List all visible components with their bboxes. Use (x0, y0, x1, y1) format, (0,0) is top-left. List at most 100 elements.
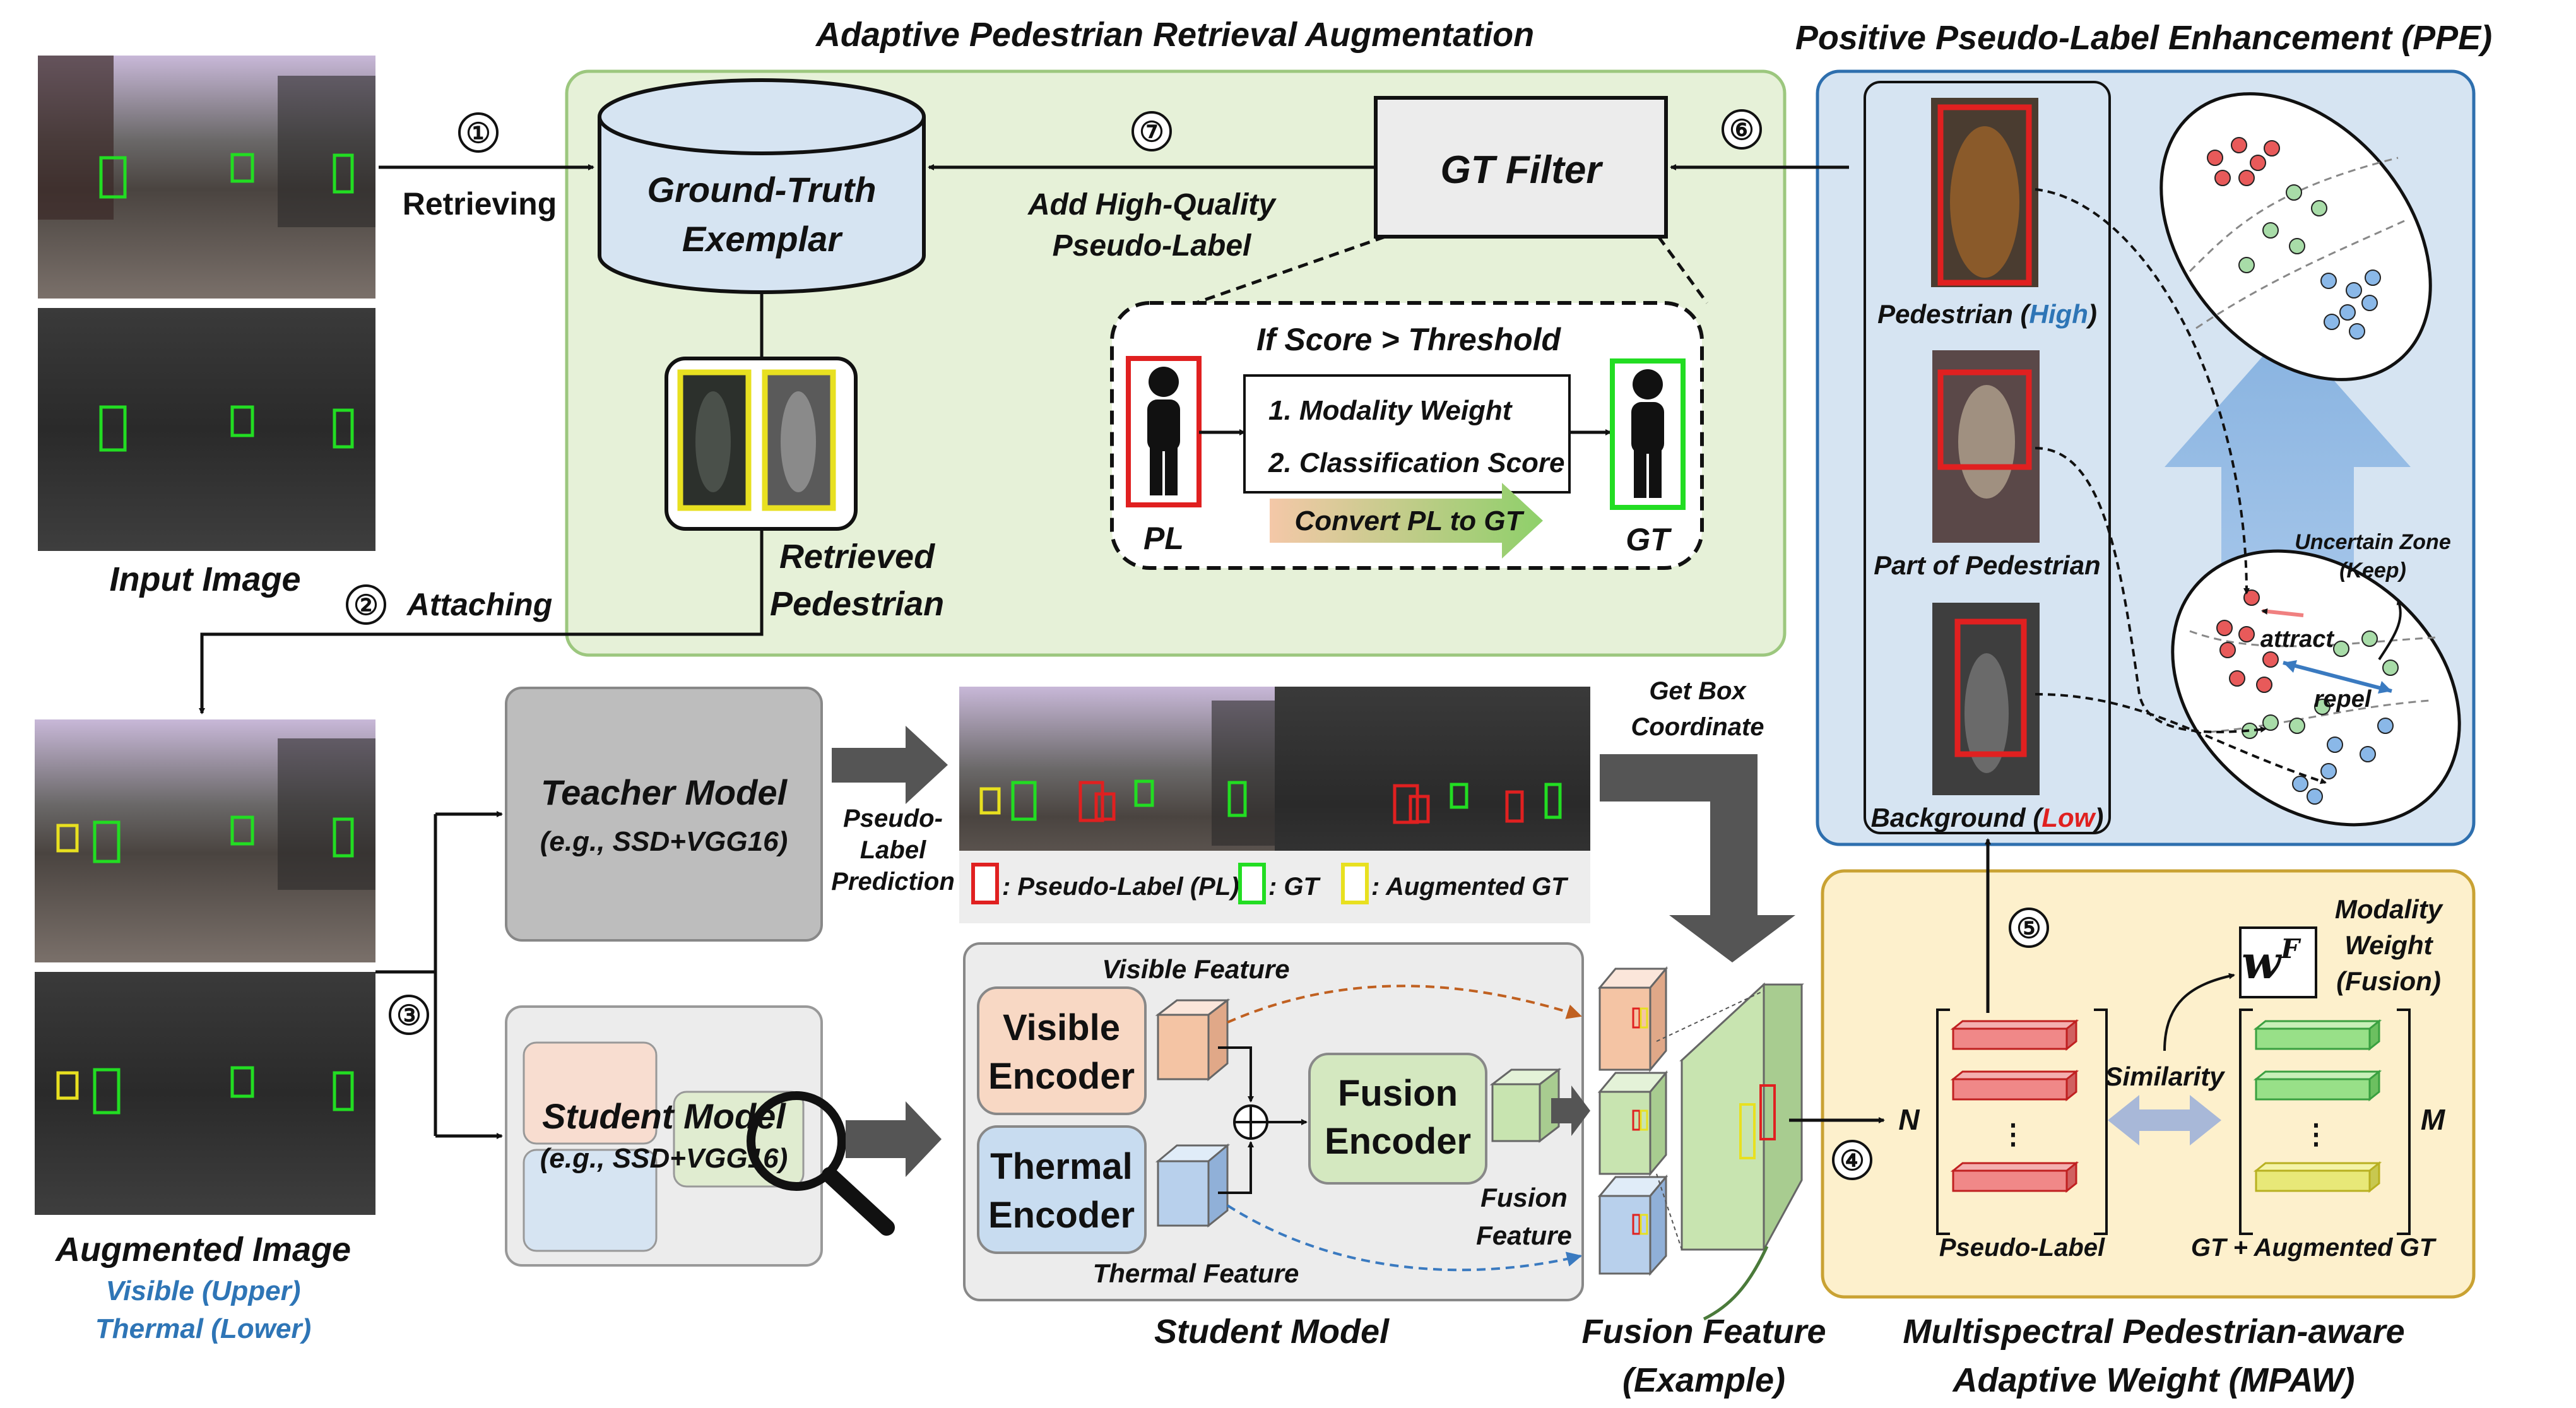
pl-pred-label-3: Prediction (831, 868, 955, 896)
retrieved-label-1: Retrieved (779, 538, 935, 576)
fusion-example-title-1: Fusion Feature (1581, 1313, 1826, 1351)
criteria-box (1243, 374, 1571, 494)
pl-person-icon (1126, 356, 1202, 507)
wf-symbol: wF (2242, 933, 2301, 989)
m-label: M (2421, 1103, 2446, 1136)
input-image-label: Input Image (109, 560, 300, 598)
thermal-feature-label: Thermal Feature (1093, 1258, 1299, 1288)
svg-text:④: ④ (1840, 1145, 1864, 1176)
step-6: ⑥ (1722, 109, 1762, 150)
pl-pred-label-2: Label (860, 836, 926, 864)
if-score-label: If Score > Threshold (1256, 322, 1562, 357)
student-model-title: Student Model (1154, 1313, 1390, 1351)
mpaw-title-2: Adaptive Weight (MPAW) (1952, 1361, 2355, 1399)
svg-text:Encoder: Encoder (1325, 1121, 1471, 1162)
get-box-label-2: Coordinate (1631, 713, 1764, 741)
visible-feature-label: Visible Feature (1102, 954, 1289, 984)
legend-gt: : GT (1268, 873, 1321, 901)
visible-upper-label: Visible (Upper) (106, 1275, 301, 1306)
get-box-arrow (1600, 754, 1795, 962)
add-hq-label-2: Pseudo-Label (1053, 229, 1252, 263)
gt-filter-box (1374, 96, 1668, 239)
svg-text:Visible: Visible (1003, 1007, 1120, 1048)
fusion-feature-large (1656, 982, 1804, 1251)
teacher-label-2: (e.g., SSD+VGG16) (540, 826, 788, 857)
gt-exemplar-label-1: Ground-Truth (647, 170, 877, 210)
part-ped-label: Part of Pedestrian (1874, 550, 2100, 580)
modality-weight-item: 1. Modality Weight (1268, 395, 1513, 426)
thermal-feature-map (1597, 1174, 1669, 1276)
convert-label: Convert PL to GT (1295, 506, 1525, 536)
attaching-arrow (199, 529, 764, 714)
augmented-image-label: Augmented Image (54, 1231, 351, 1269)
legend-pl: : Pseudo-Label (PL) (1002, 873, 1239, 901)
svg-text:⑦: ⑦ (1139, 117, 1164, 148)
student-small-label-2: (e.g., SSD+VGG16) (540, 1143, 788, 1174)
fusion-example-title-2: (Example) (1622, 1361, 1785, 1399)
similarity-label: Similarity (2105, 1062, 2226, 1091)
legend-aug: : Augmented GT (1371, 873, 1569, 901)
repel-label: repel (2314, 686, 2372, 713)
pl-pred-label-1: Pseudo- (843, 805, 943, 832)
gt-aug-caption: GT + Augmented GT (2191, 1234, 2437, 1262)
uncertain-zone-label-2: (Keep) (2339, 559, 2406, 583)
retrieved-label-2: Pedestrian (770, 585, 944, 623)
modality-weight-label-2: Weight (2344, 930, 2433, 960)
uncertain-zone-label-1: Uncertain Zone (2295, 530, 2450, 554)
sample-background-low (1932, 603, 2040, 795)
step-3: ③ (389, 995, 429, 1035)
fusion-feature-label-1: Fusion (1480, 1183, 1568, 1212)
apra-title: Adaptive Pedestrian Retrieval Augmentati… (815, 16, 1534, 54)
gt-exemplar-db (598, 78, 926, 294)
teacher-to-prediction-arrow (832, 726, 948, 804)
step-2: ② (346, 584, 386, 625)
svg-text:Fusion: Fusion (1338, 1073, 1458, 1114)
sample-part-of-pedestrian (1932, 350, 2040, 543)
visible-encoder (977, 986, 1147, 1115)
pseudo-label-caption: Pseudo-Label (1939, 1234, 2105, 1262)
svg-text:③: ③ (396, 1000, 421, 1031)
input-thermal-image (38, 308, 375, 551)
gt-exemplar-label-2: Exemplar (682, 219, 843, 259)
modality-weight-label-3: (Fusion) (2336, 966, 2441, 996)
fusion-encoder (1308, 1053, 1487, 1185)
prediction-legend (959, 851, 1590, 923)
thermal-feature-cube (1155, 1143, 1231, 1228)
dots-right: ⋮ (2302, 1119, 2330, 1150)
svg-text:⑥: ⑥ (1729, 115, 1754, 146)
fusion-feature-cube (1489, 1067, 1562, 1144)
gt-filter-label: GT Filter (1441, 148, 1604, 192)
n-label: N (1898, 1103, 1920, 1136)
get-box-label-1: Get Box (1649, 677, 1747, 705)
add-hq-label-1: Add High-Quality (1027, 188, 1277, 222)
branch-lines (375, 814, 437, 1136)
gt-person-icon (1610, 358, 1686, 510)
teacher-label-1: Teacher Model (541, 772, 788, 812)
dots-left: ⋮ (1999, 1119, 2027, 1150)
fusion-feature-map (1597, 1070, 1669, 1177)
step-1: ① (458, 112, 499, 153)
classification-score-item: 2. Classification Score (1268, 447, 1565, 478)
magnifier-icon (747, 1091, 895, 1236)
svg-text:②: ② (353, 590, 378, 621)
convert-arrow (1270, 483, 1543, 559)
modality-weight-label-1: Modality (2335, 894, 2444, 924)
pl-label: PL (1143, 521, 1184, 556)
augmented-visible-image (35, 719, 375, 962)
ppe-title: Positive Pseudo-Label Enhancement (PPE) (1795, 19, 2492, 57)
step-7: ⑦ (1131, 111, 1172, 151)
pseudo-label-bars (1950, 1019, 2079, 1193)
student-small-label-1: Student Model (542, 1096, 786, 1136)
gt-bars (2253, 1019, 2382, 1193)
teacher-model-box (505, 687, 823, 942)
attract-label: attract (2260, 626, 2334, 653)
thermal-encoder (977, 1125, 1147, 1254)
augmented-thermal-image (35, 972, 375, 1215)
input-visible-image (38, 56, 375, 299)
retrieving-label: Retrieving (403, 186, 557, 222)
wf-box (2239, 926, 2317, 998)
gt-label: GT (1626, 522, 1672, 557)
visible-feature-cube (1155, 998, 1231, 1082)
svg-text:⑤: ⑤ (2016, 913, 2041, 944)
